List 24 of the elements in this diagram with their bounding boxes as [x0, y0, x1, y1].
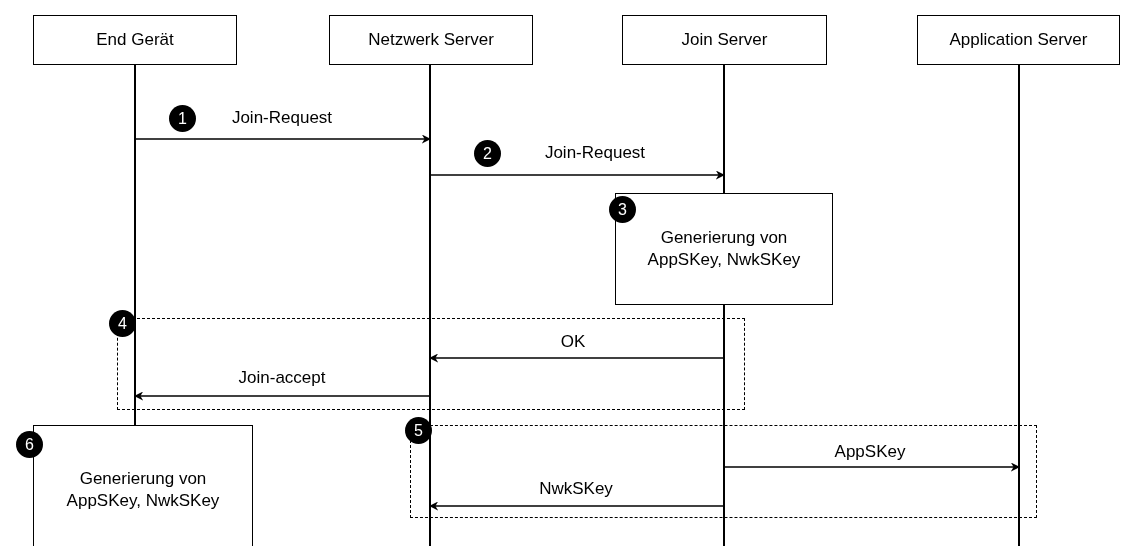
node-text: Generierung von AppSKey, NwkSKey: [646, 226, 802, 271]
node-text: Generierung von AppSKey, NwkSKey: [65, 467, 221, 512]
participant-box: End Gerät: [33, 15, 237, 65]
edge-label: NwkSKey: [539, 479, 613, 499]
participant-box: Application Server: [917, 15, 1120, 65]
edge-label: Join-Request: [231, 108, 333, 128]
step-number: 4: [109, 310, 136, 337]
step-number: 6: [16, 431, 43, 458]
edge-label: Join-Request: [544, 143, 646, 163]
arrow: [429, 170, 725, 180]
arrow: [429, 353, 725, 363]
arrow: [134, 391, 431, 401]
participant-box: Join Server: [622, 15, 827, 65]
arrow: [134, 134, 431, 144]
participant-box: Netzwerk Server: [329, 15, 533, 65]
step-number: 3: [609, 196, 636, 223]
step-number: 1: [169, 105, 196, 132]
arrow: [723, 462, 1020, 472]
step-number: 2: [474, 140, 501, 167]
edge-label: OK: [560, 332, 586, 352]
arrow: [429, 501, 725, 511]
edge-label: Join-accept: [238, 368, 326, 388]
step-number: 5: [405, 417, 432, 444]
edge-label: AppSKey: [834, 442, 906, 462]
